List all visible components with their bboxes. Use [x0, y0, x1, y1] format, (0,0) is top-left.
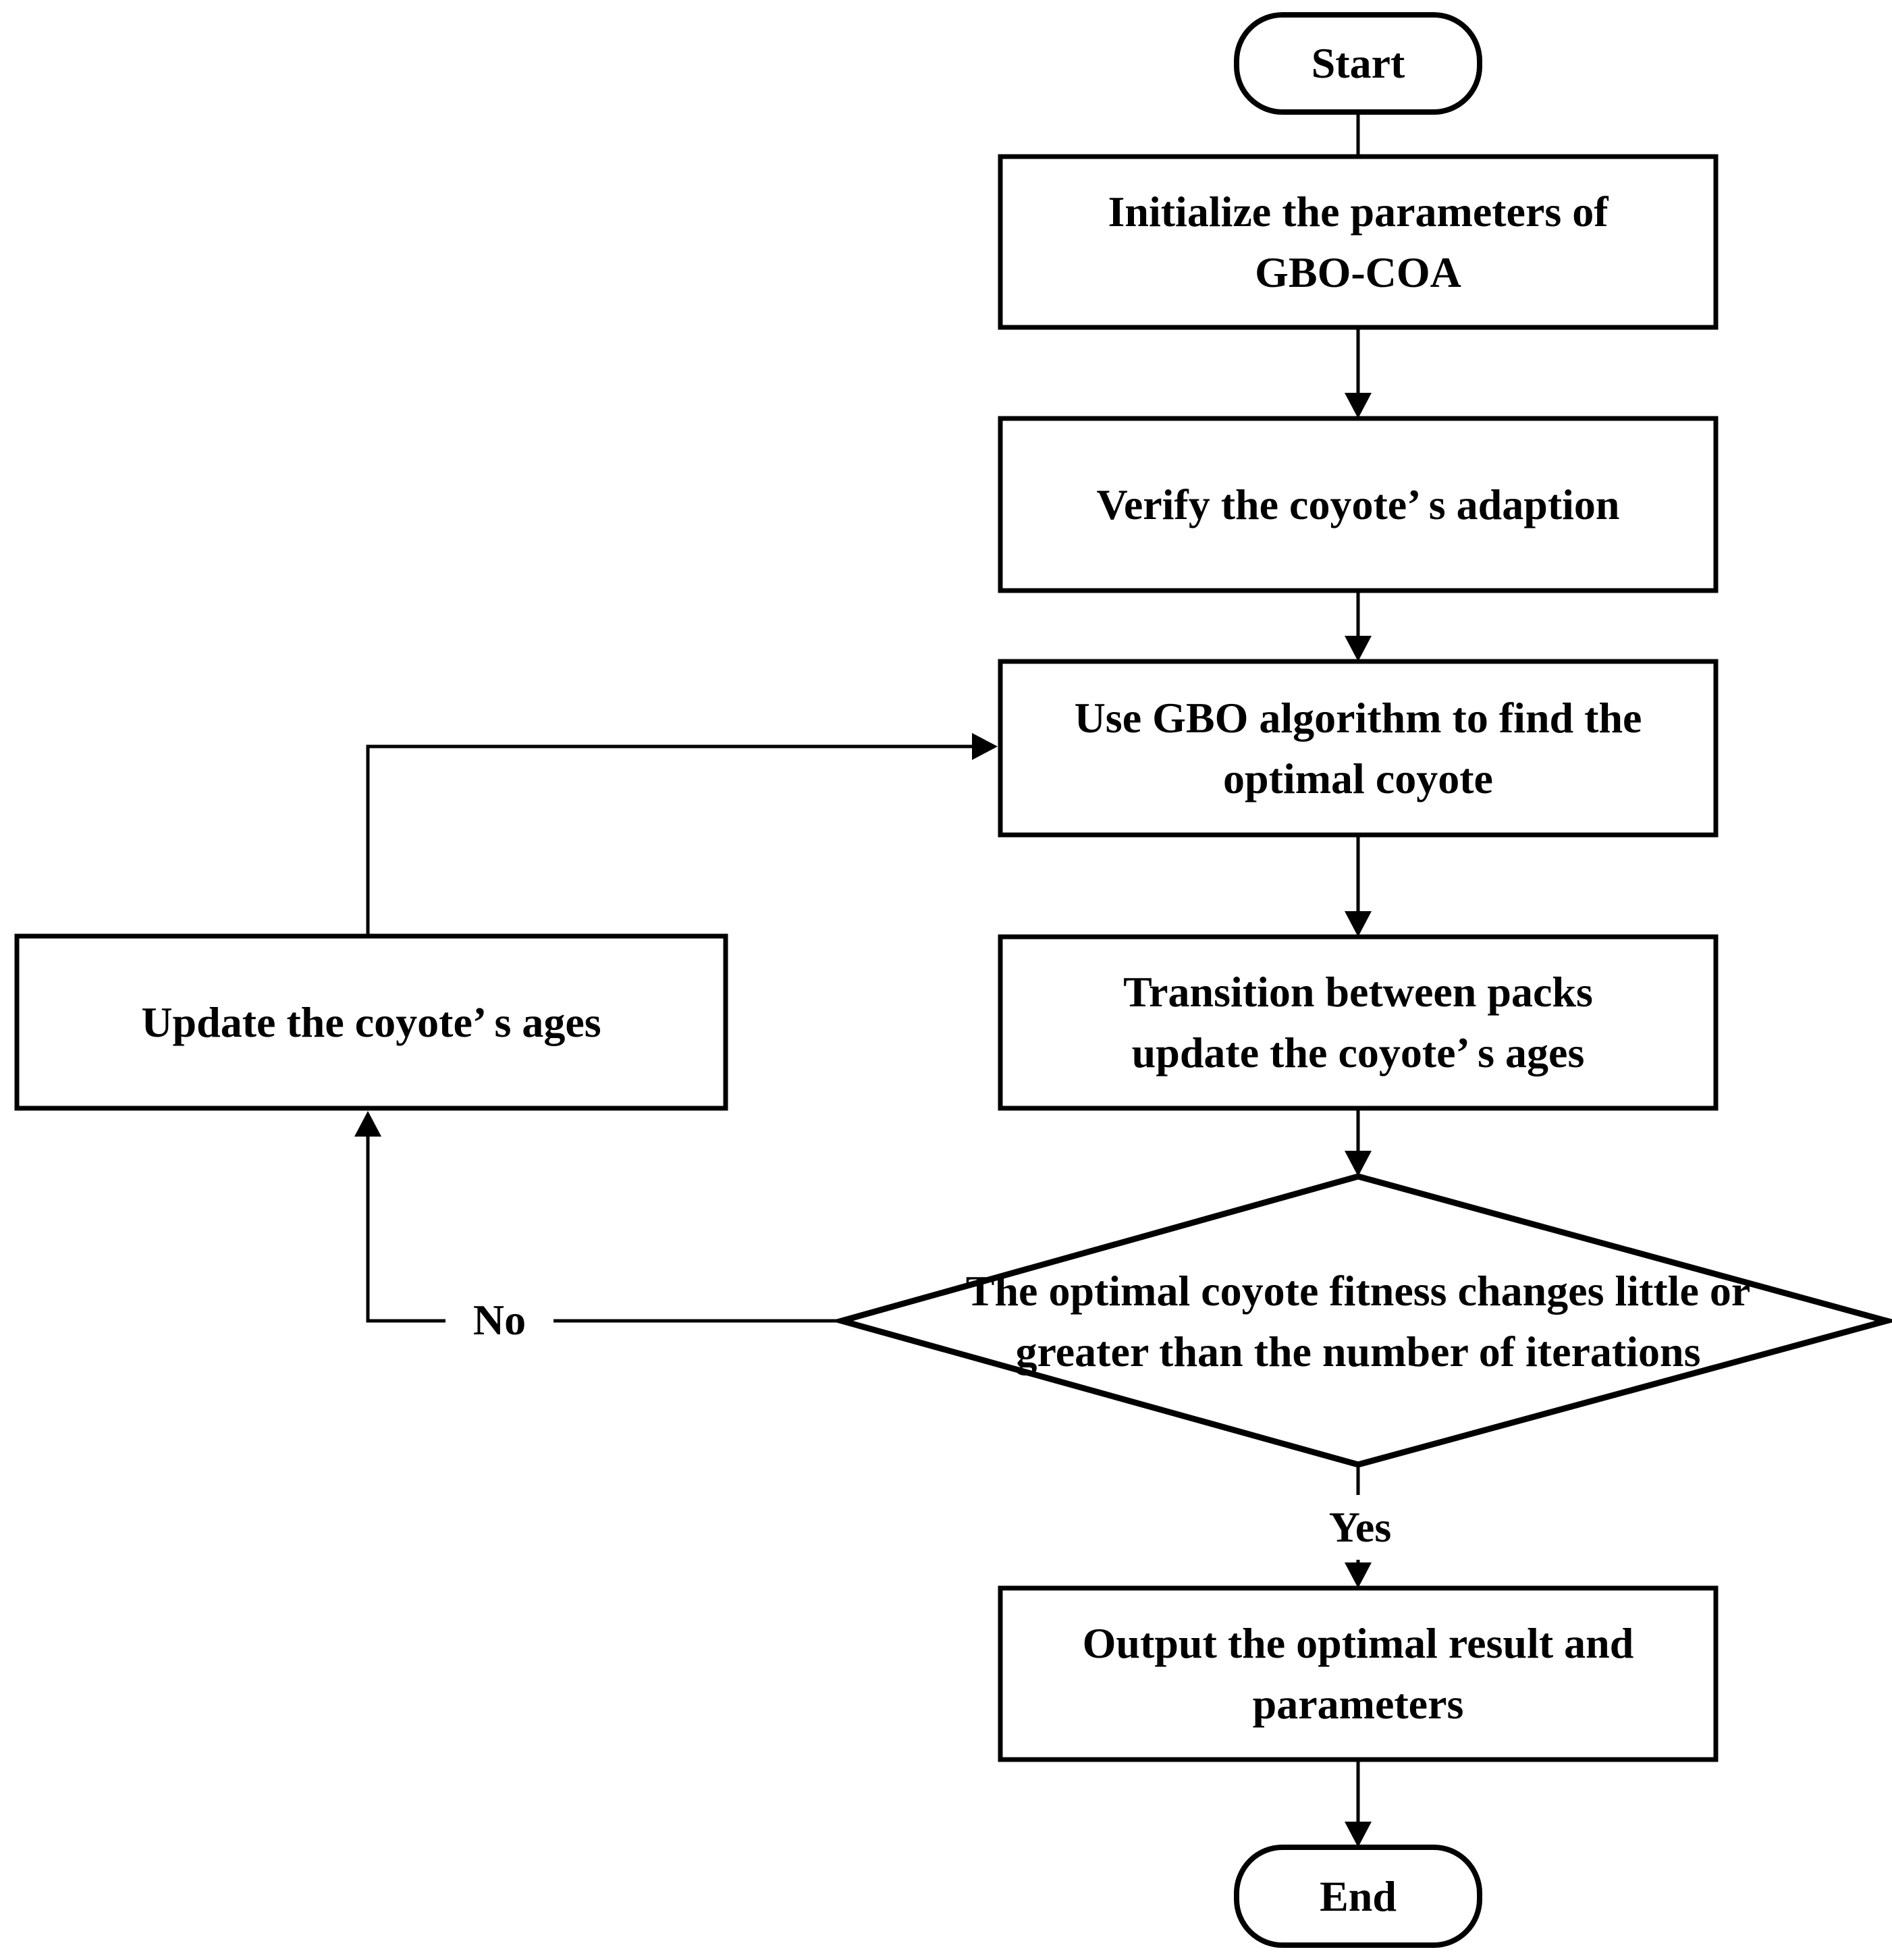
start-node-shape — [1234, 12, 1482, 115]
use-gbo-node-label: Use GBO algorithm to find the optimal co… — [1074, 693, 1642, 802]
initialize-node-label: Initialize the parameters of GBO-COA — [1108, 187, 1609, 296]
use-gbo-node-shape — [998, 659, 1719, 838]
transition-node-label: Transition between packs update the coyo… — [1123, 968, 1593, 1077]
verify-node-shape — [998, 416, 1719, 593]
output-node-shape — [998, 1585, 1719, 1762]
end-node-shape — [1234, 1845, 1482, 1948]
output-node-label: Output the optimal result and parameters — [1082, 1619, 1634, 1728]
edge-decision-updateages-no — [354, 1111, 842, 1323]
update-ages-node-label: Update the coyote’ s ages — [141, 998, 601, 1046]
no-branch-label: No — [445, 1288, 553, 1353]
yes-branch-label: Yes — [1309, 1495, 1411, 1560]
update-ages-node-shape — [14, 933, 728, 1111]
start-node-label: Start — [1311, 39, 1405, 87]
verify-node-label: Verify the coyote’ s adaption — [1096, 480, 1620, 528]
decision-node-label: The optimal coyote fitness changes littl… — [965, 1267, 1751, 1376]
initialize-node-shape — [998, 154, 1719, 330]
transition-node-shape — [998, 934, 1719, 1111]
decision-diamond-shape — [830, 1173, 1892, 1468]
edge-updateages-usegbo-loop — [366, 733, 998, 937]
end-node-label: End — [1320, 1872, 1397, 1920]
